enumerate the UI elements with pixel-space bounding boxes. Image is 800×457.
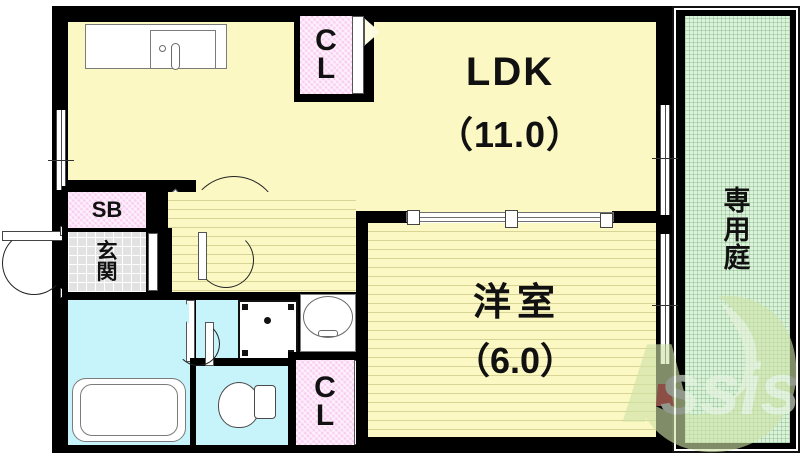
sb-label-text-overlay: SB (91, 197, 123, 222)
washitsu-left-wall (356, 211, 368, 453)
genkan-label-ch1b: 玄 (96, 239, 118, 263)
kitchen-sink-drain-icon (159, 45, 166, 52)
toilet-door-swing-arc (176, 322, 220, 366)
pan-drain-icon (264, 317, 271, 324)
closet-top-door-panel[interactable] (352, 16, 364, 94)
entrance-door-swing-arc (2, 231, 66, 295)
outer-wall-right (656, 6, 672, 453)
washing-machine-pan (238, 300, 298, 360)
genkan-inner-door-overlay[interactable] (148, 233, 158, 291)
room-garden-window[interactable] (660, 234, 670, 364)
pan-corner-nub (288, 304, 294, 310)
sliding-door-handle[interactable] (600, 213, 613, 228)
window-mullion (61, 110, 62, 190)
genkan-label-overlay: 玄 関 (68, 234, 146, 290)
window-mullion (665, 105, 666, 215)
closet-bottom-area (296, 360, 354, 445)
toilet-bowl (218, 382, 260, 428)
sliding-door-handle[interactable] (505, 210, 518, 228)
bathroom-door-icon (177, 302, 189, 324)
closet-bottom-label-l: L (315, 399, 335, 432)
washbasin-tap-icon (318, 330, 338, 337)
closet-top-label-l: L (316, 52, 336, 85)
garden-label-ch2: 用 (723, 214, 751, 245)
sb-label-overlay: SB (68, 192, 146, 228)
pan-corner-nub (242, 350, 248, 356)
ldk-left-window-tick (48, 160, 74, 161)
closet-top-door-icon (364, 18, 380, 46)
bathtub-inner (80, 384, 178, 436)
garden-label: 専 用 庭 (706, 175, 768, 285)
closet-top-label-c: C (315, 23, 337, 57)
washitsu-area-label: （6.0） (420, 335, 610, 381)
ldk-label: LDK (420, 48, 600, 96)
kitchen-faucet-icon (171, 43, 180, 70)
washitsu-label: 洋室 (432, 275, 602, 324)
closet-bottom-label: C L (296, 362, 354, 442)
ldk-garden-window-tick (652, 158, 678, 159)
garden-label-ch3: 庭 (723, 243, 751, 274)
room-garden-window-tick (652, 305, 678, 306)
washitsu-top-wall-right (612, 211, 656, 223)
garden-label-ch1: 専 (723, 186, 751, 217)
sliding-door-handle[interactable] (407, 210, 420, 225)
closet-bottom-label-c: C (314, 370, 336, 404)
genkan-label-ch2b: 関 (96, 261, 118, 284)
washitsu-area (368, 223, 656, 437)
closet-top-area (300, 16, 352, 94)
sb-area-overlay (68, 192, 146, 228)
toilet-tank (254, 385, 276, 419)
washitsu-area-text: （6.0） (453, 340, 577, 381)
ldk-label-text: LDK (465, 49, 555, 94)
ldk-garden-window[interactable] (660, 105, 670, 215)
washroom-door-swing-arc (198, 232, 254, 288)
ldk-left-window[interactable] (56, 110, 66, 190)
ldk-area-text: （11.0） (436, 114, 584, 155)
ldk-area-label: （11.0） (400, 108, 620, 156)
washitsu-label-text: 洋室 (472, 281, 561, 324)
ldk-room-sliding-door[interactable] (406, 210, 614, 228)
pan-corner-nub (242, 304, 248, 310)
window-mullion (665, 234, 666, 364)
closet-top-label: C L (300, 18, 352, 92)
closet-top-door-icon-outline (364, 18, 381, 46)
toilet-divider-wall (190, 358, 300, 366)
genkan-area-overlay (68, 232, 146, 292)
washitsu-top-wall-left (356, 211, 408, 223)
